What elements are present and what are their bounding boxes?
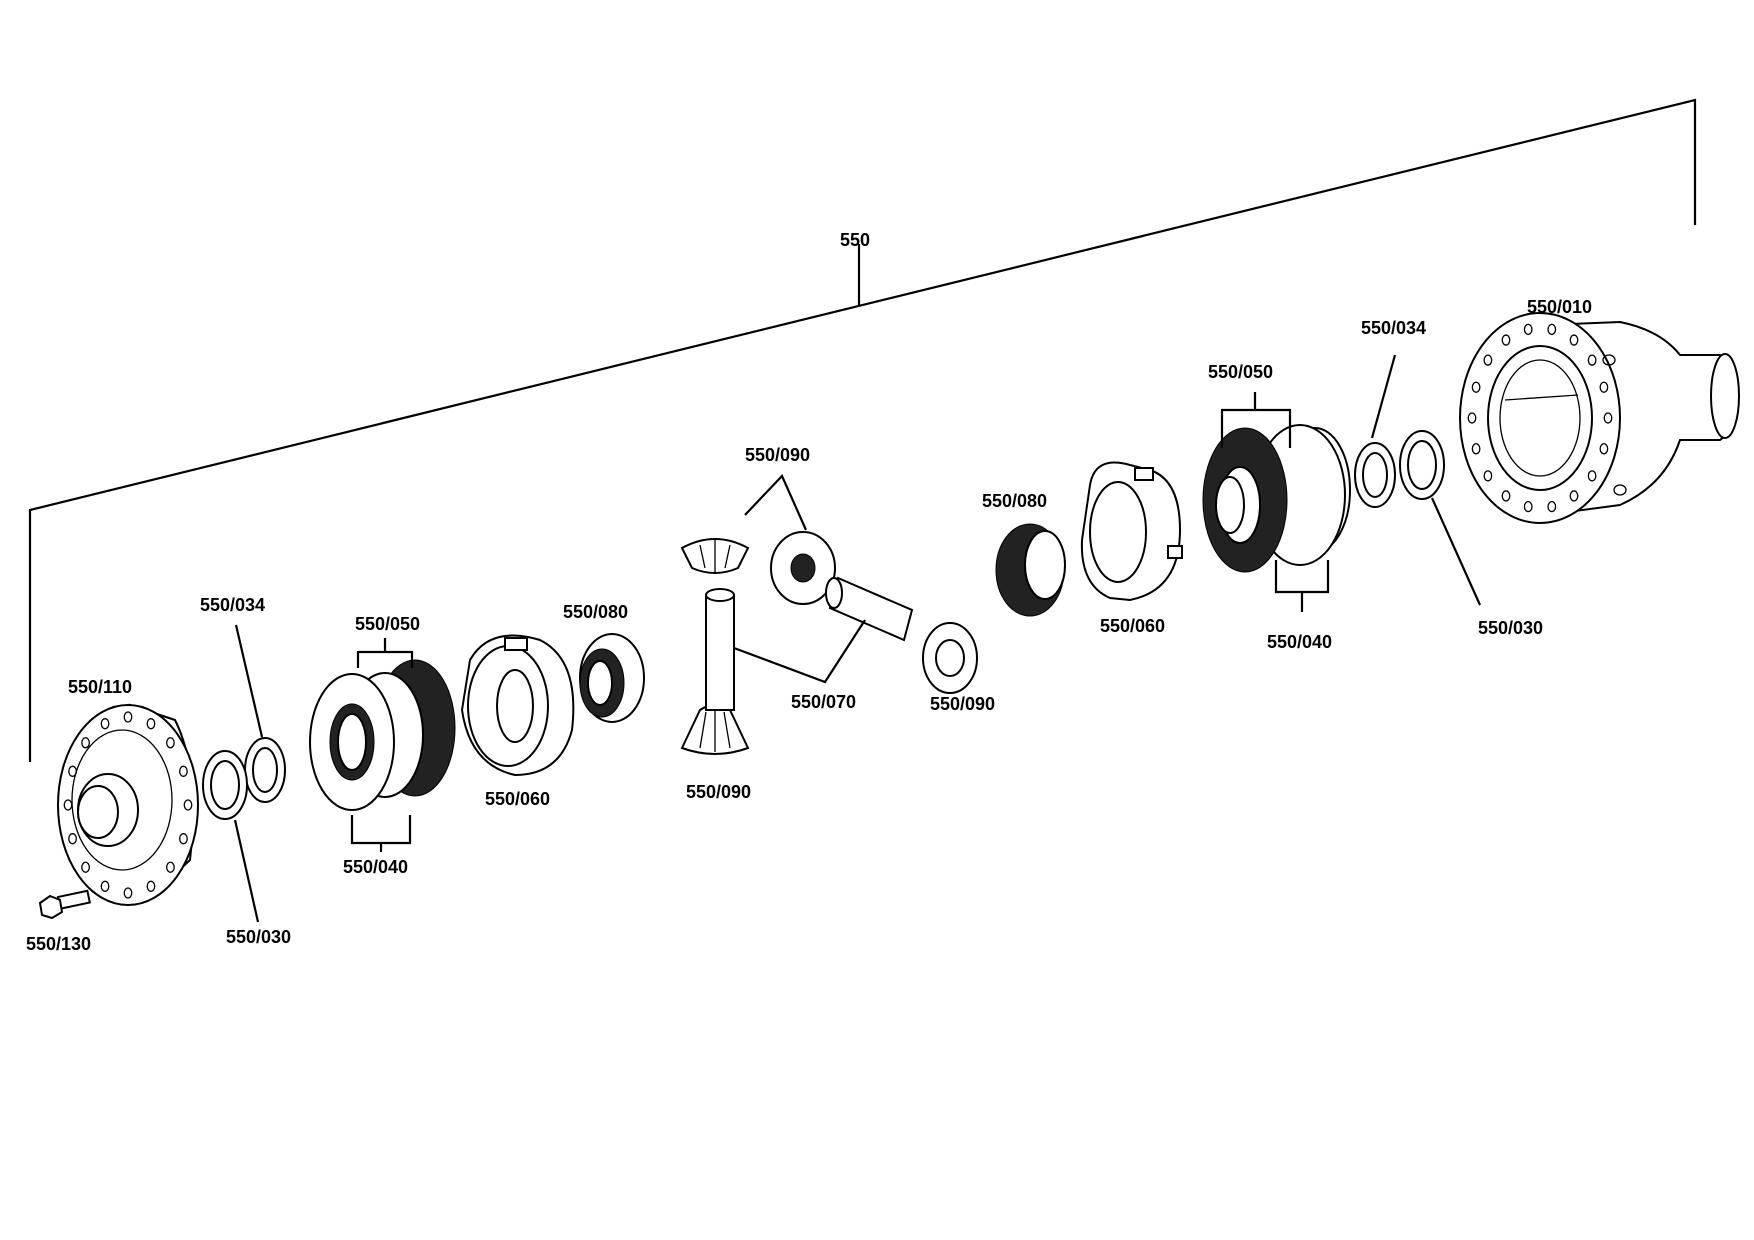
callout-550-040-right: 550/040 — [1267, 632, 1332, 652]
bolt-hole — [100, 880, 110, 892]
pinion-gear-right — [922, 622, 978, 694]
differential-housing — [1459, 312, 1740, 524]
bolt-hole — [1547, 500, 1557, 513]
bolt-hole — [68, 833, 77, 845]
bolt-hole — [1599, 443, 1609, 455]
bolt-hole — [1501, 334, 1511, 346]
assembly-label: 550 — [840, 230, 870, 250]
clutch-pack-left — [309, 659, 456, 811]
leader-lines — [233, 354, 1482, 923]
callout-550-130: 550/130 — [26, 934, 91, 954]
callout-550-040-left: 550/040 — [343, 857, 408, 877]
callout-550-034-right: 550/034 — [1361, 318, 1426, 338]
bolt — [38, 889, 92, 920]
pressure-ring-left — [460, 634, 575, 777]
bolt-hole — [1523, 323, 1533, 336]
bolt-hole — [1569, 490, 1579, 502]
cross-pins — [705, 576, 914, 711]
bolt-hole — [1569, 334, 1579, 346]
bolt-hole — [100, 718, 110, 730]
bolt-hole — [166, 737, 175, 749]
thrust-washer-left — [202, 750, 248, 820]
callout-550-050-right: 550/050 — [1208, 362, 1273, 382]
bolt-hole — [1467, 412, 1477, 424]
callout-550-090-right: 550/090 — [930, 694, 995, 714]
bolt-hole — [123, 711, 133, 723]
bolt-holes — [63, 711, 193, 899]
bolt-hole — [146, 718, 156, 730]
bolt-hole — [1471, 443, 1481, 455]
side-gear-right — [995, 523, 1066, 617]
shim-ring-right — [1354, 442, 1396, 508]
pinion-gear-top-right — [770, 531, 836, 605]
clutch-pack-right — [1202, 424, 1351, 573]
bolt-hole — [166, 861, 175, 873]
bolt-hole — [1483, 470, 1493, 482]
bolt-hole — [1483, 354, 1493, 366]
callout-550-060-right: 550/060 — [1100, 616, 1165, 636]
pinion-gear-bottom — [680, 704, 750, 755]
callout-550-050-left: 550/050 — [355, 614, 420, 634]
callout-550-080-right: 550/080 — [982, 491, 1047, 511]
callout-550-034-left: 550/034 — [200, 595, 265, 615]
callout-550-030-right: 550/030 — [1478, 618, 1543, 638]
callout-550-060-left: 550/060 — [485, 789, 550, 809]
callout-550-110: 550/110 — [68, 677, 132, 697]
bolt-hole — [63, 799, 73, 811]
bolt-holes — [1467, 323, 1613, 513]
bolt-hole — [1501, 490, 1511, 502]
bolt-hole — [1523, 500, 1533, 513]
assembly-bracket — [28, 98, 1697, 762]
bolt-hole — [123, 887, 133, 899]
shim-ring-left — [244, 737, 286, 803]
housing-cover — [57, 703, 199, 906]
bolt-hole — [1587, 354, 1597, 366]
bolt-hole — [1547, 323, 1557, 336]
callout-550-010: 550/010 — [1527, 297, 1592, 317]
callout-550-090-top: 550/090 — [745, 445, 810, 465]
callout-550-070: 550/070 — [791, 692, 856, 712]
thrust-washer-right — [1399, 430, 1445, 500]
callout-550-080-left: 550/080 — [563, 602, 628, 622]
bolt-hole — [146, 880, 156, 892]
bolt-hole — [81, 861, 90, 873]
bolt-hole — [68, 765, 77, 777]
bolt-hole — [179, 765, 188, 777]
bolt-hole — [179, 833, 188, 845]
side-gear-left — [579, 633, 645, 723]
callout-labels: 550 550/010 550/034 550/050 550/080 550/… — [26, 230, 1592, 954]
callout-550-090-bottom: 550/090 — [686, 782, 751, 802]
callout-550-030-left: 550/030 — [226, 927, 291, 947]
bolt-hole — [1587, 470, 1597, 482]
pinion-gear-top-left — [680, 538, 750, 574]
bolt-hole — [1603, 412, 1613, 424]
pressure-ring-right — [1080, 461, 1183, 602]
bolt-hole — [183, 799, 193, 811]
bolt-hole — [1599, 381, 1609, 393]
bolt-hole — [1471, 381, 1481, 393]
bolt-hole — [81, 737, 90, 749]
